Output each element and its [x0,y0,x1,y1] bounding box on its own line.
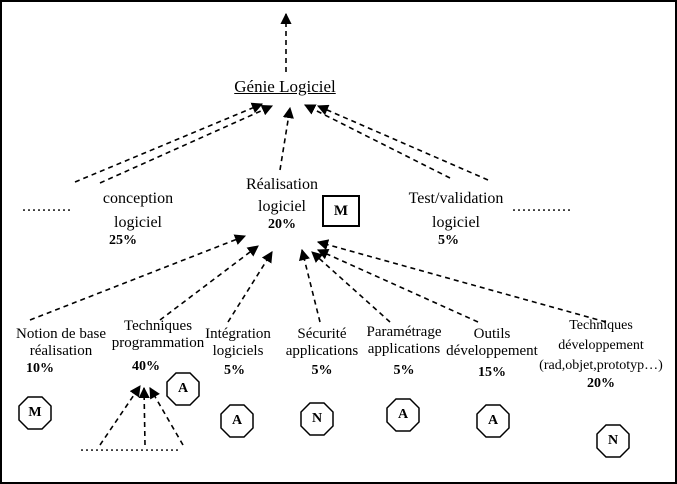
node-test-line2: logiciel [432,214,480,232]
badge-techprog-letter: A [177,381,189,396]
edge-test-root [303,104,451,179]
node-parametrage-line2: applications [367,341,441,358]
node-techdev-line3: (rad,objet,prototyp…) [539,358,663,374]
node-genie-logiciel-label: Génie Logiciel [234,77,336,96]
edge-realisation-root [279,106,294,171]
node-conception-percent: 25% [109,232,137,248]
edge-sub1-techprog [99,385,141,446]
node-genie-logiciel: Génie Logiciel [205,77,365,97]
badge-parametrage: A [386,398,420,432]
node-realisation: Réalisation logiciel 20% [222,176,342,233]
edge-conception-root-2 [99,105,274,184]
node-techprog-line1: Techniques [123,318,193,334]
node-notion: Notion de base réalisation 10% [6,326,116,377]
node-conception-line2: logiciel [114,214,162,232]
edge-securite-real [299,248,321,323]
node-parametrage: Paramétrage applications 5% [356,324,452,379]
node-notion-line2: réalisation [29,343,93,360]
node-integration: Intégration logiciels 5% [198,326,278,379]
node-securite-line2: applications [285,343,359,360]
edge-integration-real [227,251,273,323]
node-techdev-line2: développement [558,338,644,354]
badge-realisation: M [322,195,360,227]
badge-outils: A [476,404,510,438]
node-test-line1: Test/validation [408,190,504,207]
edge-sub3-techprog [149,387,184,446]
node-techdev-line1: Techniques [569,318,633,333]
node-conception-line1: conception [102,190,174,207]
node-techdev-percent: 20% [587,376,615,392]
node-securite-percent: 5% [311,362,333,378]
ellipsis-left: .......... [22,198,72,215]
badge-integration: A [220,404,254,438]
node-techniques-developpement: Techniques développement (rad,objet,prot… [528,318,674,392]
node-techprog-percent: 40% [132,358,160,374]
edge-parametrage-real [311,251,391,323]
edge-conception-root [74,102,264,183]
node-integration-percent: 5% [224,362,245,378]
badge-notion-letter: M [28,405,42,420]
node-outils: Outils développement 15% [444,326,540,381]
edge-techdev-real [316,239,607,323]
node-parametrage-line1: Paramétrage [366,324,442,340]
node-notion-line1: Notion de base [16,326,106,342]
node-realisation-line2: logiciel [258,198,306,216]
badge-realisation-letter: M [333,202,349,219]
edge-techprog-real [159,245,259,321]
badge-techprog: A [166,372,200,406]
edge-notion-real [29,234,247,321]
node-integration-line2: logiciels [212,343,264,360]
node-integration-line1: Intégration [205,326,271,342]
badge-parametrage-letter: A [397,407,409,422]
badge-integration-letter: A [231,413,243,428]
node-conception: conception logiciel 25% [83,190,193,249]
node-realisation-percent: 20% [268,216,296,232]
ellipsis-bottom: .................... [80,438,180,455]
badge-securite: N [300,402,334,436]
badge-techdev-letter: N [607,433,619,448]
node-outils-percent: 15% [478,364,506,380]
node-outils-line2: développement [446,343,538,360]
node-securite-line1: Sécurité [297,326,347,342]
node-realisation-line1: Réalisation [246,176,318,193]
node-notion-percent: 10% [26,360,54,376]
badge-notion: M [18,396,52,430]
node-securite: Sécurité applications 5% [282,326,362,379]
node-test-validation: Test/validation logiciel 5% [396,190,516,249]
badge-outils-letter: A [487,413,499,428]
node-test-percent: 5% [438,232,459,248]
edge-outils-real [316,249,479,323]
node-parametrage-percent: 5% [393,362,415,378]
badge-techdev: N [596,424,630,458]
node-techprog-line2: programmation [111,335,205,352]
badge-securite-letter: N [311,411,323,426]
ellipsis-right: ............ [512,198,572,215]
edge-sub2-techprog [138,386,150,446]
edge-test-root-2 [316,104,489,181]
node-outils-line1: Outils [473,326,511,342]
node-techniques-programmation: Techniques programmation 40% [108,318,208,375]
